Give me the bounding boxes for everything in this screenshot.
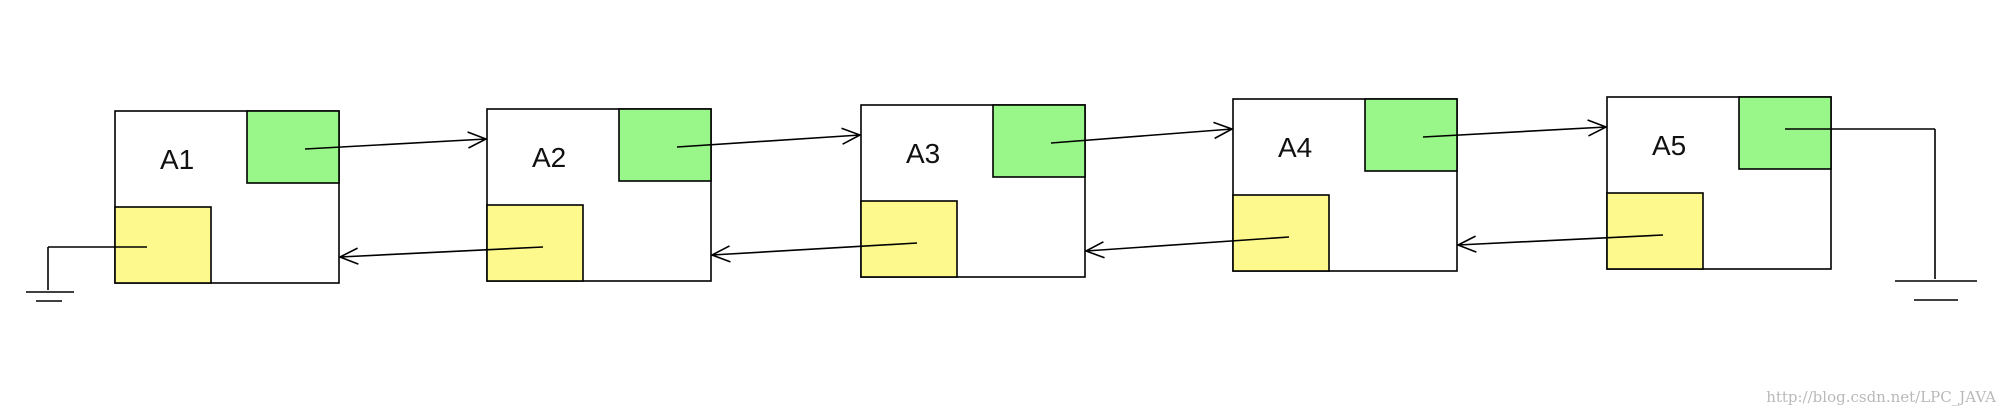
prev-pointer-field [486, 204, 584, 282]
node-a1: A1 [114, 110, 340, 284]
prev-pointer-field [860, 200, 958, 278]
prev-link-a5-a4 [1458, 234, 1664, 245]
next-pointer-field [1738, 96, 1832, 170]
next-link-a4-a5 [1422, 127, 1606, 138]
node-label: A1 [160, 144, 194, 175]
prev-pointer-field [1232, 194, 1330, 272]
node-a4: A4 [1232, 98, 1458, 272]
prev-pointer-field [114, 206, 212, 284]
next-pointer-field [246, 110, 340, 184]
head-prev-ground [26, 246, 147, 302]
next-link-a3-a4 [1050, 129, 1232, 144]
node-label: A3 [906, 138, 940, 169]
node-a2: A2 [486, 108, 712, 282]
node-label: A4 [1278, 132, 1312, 163]
prev-pointer-field [1606, 192, 1704, 270]
node-a3: A3 [860, 104, 1086, 278]
watermark-text: http://blog.csdn.net/LPC_JAVA [1766, 388, 1996, 406]
next-link-a1-a2 [304, 139, 486, 150]
next-link-a2-a3 [676, 135, 860, 148]
tail-next-ground [1785, 128, 1977, 301]
prev-link-a3-a2 [712, 242, 918, 255]
prev-link-a2-a1 [340, 246, 544, 257]
prev-link-a4-a3 [1086, 236, 1290, 251]
next-pointer-field [1364, 98, 1458, 172]
node-a5: A5 [1606, 96, 1832, 270]
node-label: A2 [532, 142, 566, 173]
node-label: A5 [1652, 130, 1686, 161]
